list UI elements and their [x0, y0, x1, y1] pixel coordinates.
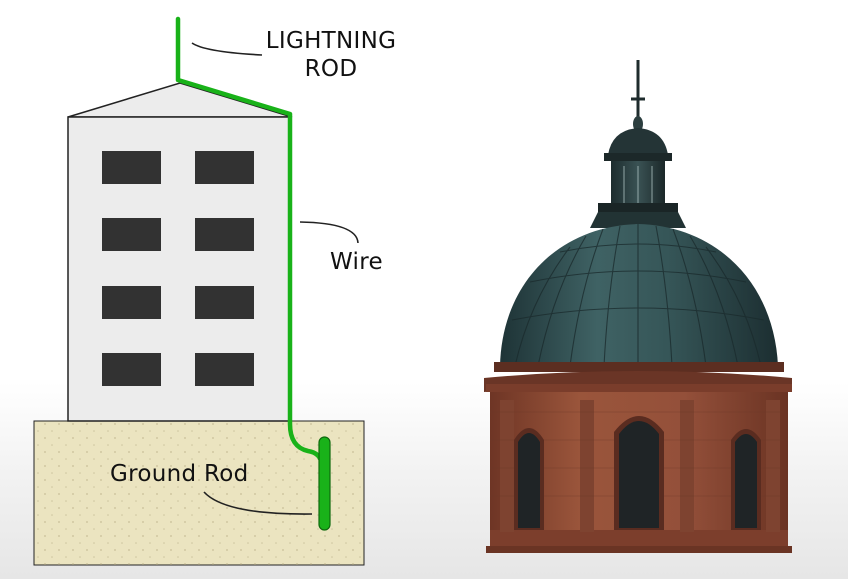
window [102, 151, 161, 184]
building-roof [68, 83, 292, 117]
window [195, 286, 254, 319]
window [102, 353, 161, 386]
ground-rod [319, 437, 330, 530]
window [195, 151, 254, 184]
window [102, 218, 161, 251]
window [195, 218, 254, 251]
lightning-rod-label: LIGHTNING ROD [248, 27, 414, 83]
wire-leader-line [300, 222, 358, 243]
lantern-cap [608, 128, 668, 155]
lightning-rod-label-line1: LIGHTNING [248, 27, 414, 55]
ground-rod-label: Ground Rod [110, 460, 249, 488]
window [195, 353, 254, 386]
dome-photo [484, 60, 792, 553]
window [102, 286, 161, 319]
lightning-rod-label-line2: ROD [248, 55, 414, 83]
wire-label: Wire [330, 248, 383, 276]
building-wall [68, 117, 290, 421]
